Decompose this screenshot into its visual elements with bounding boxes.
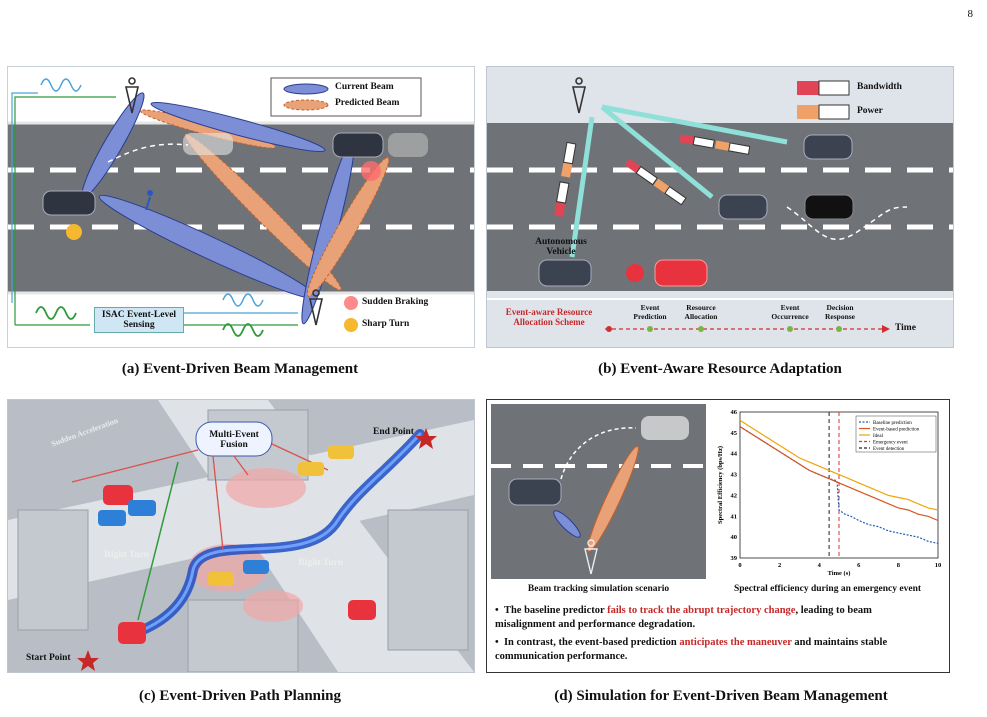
legend-box [855, 415, 937, 453]
legend-power: Power [857, 106, 883, 116]
x-axis-label: Time (s) [828, 570, 851, 577]
y-axis-label: Spectral Efficiency (bps/Hz) [717, 446, 724, 524]
caption-d: (d) Simulation for Event-Driven Beam Man… [554, 688, 888, 704]
bullet-2: • In contrast, the event-based predictio… [495, 636, 935, 663]
legend-sudden-braking: Sudden Braking [362, 297, 429, 307]
start-point-label: Start Point [26, 653, 71, 663]
legend-sharp-turn: Sharp Turn [362, 319, 410, 329]
scheme-label: Event-aware Resource Allocation Scheme [505, 307, 593, 327]
end-point-label: End Point [373, 427, 414, 437]
right-turn-label-1: Right Turn [104, 550, 150, 560]
panel-b: Bandwidth Power Autonomous Vehicle Event… [486, 66, 954, 348]
timeline-event-prediction: Event Prediction [633, 303, 667, 321]
y-tick-label: 40 [731, 534, 738, 541]
bullet-1-highlight: fails to track the abrupt trajectory cha… [607, 605, 796, 616]
bullet-2-highlight: anticipates the maneuver [679, 637, 792, 648]
timeline-decision-response: Decision Response [824, 303, 855, 321]
bullet-1-dot: • [495, 605, 504, 616]
x-tick-label: 8 [897, 562, 901, 569]
x-tick-label: 2 [778, 562, 781, 569]
y-tick-label: 46 [731, 409, 738, 416]
right-subcaption: Spectral efficiency during an emergency … [733, 584, 922, 594]
autonomous-vehicle-label: Autonomous Vehicle [535, 237, 587, 257]
bullet-2-dot: • [495, 637, 504, 648]
legend-label: Ideal [873, 434, 884, 439]
legend-label: Baseline prediction [873, 421, 912, 426]
panel-c: Multi-Event Fusion End Point Start Point… [7, 399, 475, 673]
timeline-resource-allocation: Resource Allocation [684, 303, 718, 321]
y-tick-label: 44 [731, 451, 738, 458]
caption-a: (a) Event-Driven Beam Management [121, 361, 359, 377]
bullet-1: • The baseline predictor fails to track … [495, 604, 935, 631]
caption-c: (c) Event-Driven Path Planning [138, 688, 342, 704]
y-tick-label: 39 [731, 555, 738, 562]
bullet-2-text-c: and maintains stable communication perfo… [495, 637, 888, 662]
legend-label: Emergency event [873, 441, 908, 446]
x-tick-label: 4 [818, 562, 822, 569]
timeline-event-occurrence: Event Occurrence [771, 303, 809, 321]
legend-label: Event-based prediction [873, 428, 920, 433]
bullet-1-text-c: , leading to beam misalignment and perfo… [495, 605, 872, 630]
panel-c-illustration [8, 400, 474, 672]
legend-current-beam: Current Beam [335, 82, 394, 92]
multi-event-fusion-label: Multi-Event Fusion [209, 430, 259, 450]
right-turn-label-2: Right Turn [298, 558, 344, 568]
legend-bandwidth: Bandwidth [857, 82, 902, 92]
simulation-scenario [491, 404, 706, 579]
bullet-1-text-a: The baseline predictor [503, 605, 608, 616]
timeline-time-label: Time [895, 323, 916, 333]
legend-label: Event detection [873, 447, 905, 452]
panel-b-illustration [487, 77, 953, 333]
series-line-ideal [739, 419, 939, 511]
left-subcaption: Beam tracking simulation scenario [527, 584, 670, 594]
x-tick-label: 10 [935, 562, 942, 569]
panel-a-illustration [8, 77, 474, 337]
x-tick-label: 6 [857, 562, 861, 569]
bullet-2-text-a: In contrast, the event-based prediction [503, 637, 680, 648]
legend-predicted-beam: Predicted Beam [335, 98, 400, 108]
page-number: 8 [967, 8, 974, 20]
caption-b: (b) Event-Aware Resource Adaptation [598, 361, 842, 377]
y-tick-label: 43 [731, 472, 738, 479]
scenario-illustration [491, 416, 706, 575]
panel-a: Current Beam Predicted Beam ISAC Event-L… [7, 66, 475, 348]
series-line-event-based-prediction [739, 426, 939, 522]
x-tick-label: 0 [738, 562, 741, 569]
y-tick-label: 41 [731, 513, 738, 520]
isac-label: ISAC Event-Level Sensing [94, 307, 184, 333]
y-tick-label: 45 [731, 430, 738, 437]
y-tick-label: 42 [731, 492, 738, 499]
